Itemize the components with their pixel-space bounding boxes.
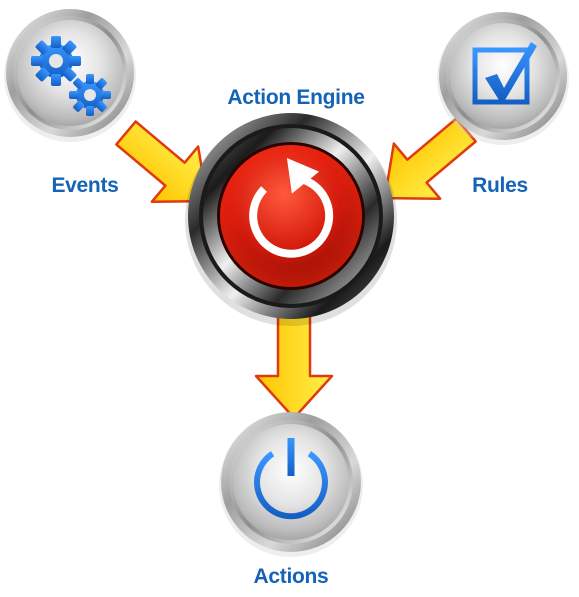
- rules-label: Rules: [472, 174, 528, 197]
- checkbox-icon: [472, 42, 537, 105]
- actions-label: Actions: [253, 565, 329, 588]
- events-label: Events: [51, 174, 119, 197]
- arrow-rules-to-engine: [383, 117, 477, 200]
- gears-icon: [31, 36, 111, 116]
- action-engine-label: Action Engine: [227, 86, 365, 109]
- action-engine-button: [185, 113, 397, 326]
- refresh-icon: [249, 158, 334, 258]
- events-button: [4, 9, 136, 142]
- actions-button: [219, 412, 363, 557]
- arrow-events-to-engine: [115, 120, 209, 203]
- rules-button: [437, 12, 569, 145]
- arrow-engine-to-actions: [254, 312, 334, 420]
- power-icon: [254, 438, 328, 520]
